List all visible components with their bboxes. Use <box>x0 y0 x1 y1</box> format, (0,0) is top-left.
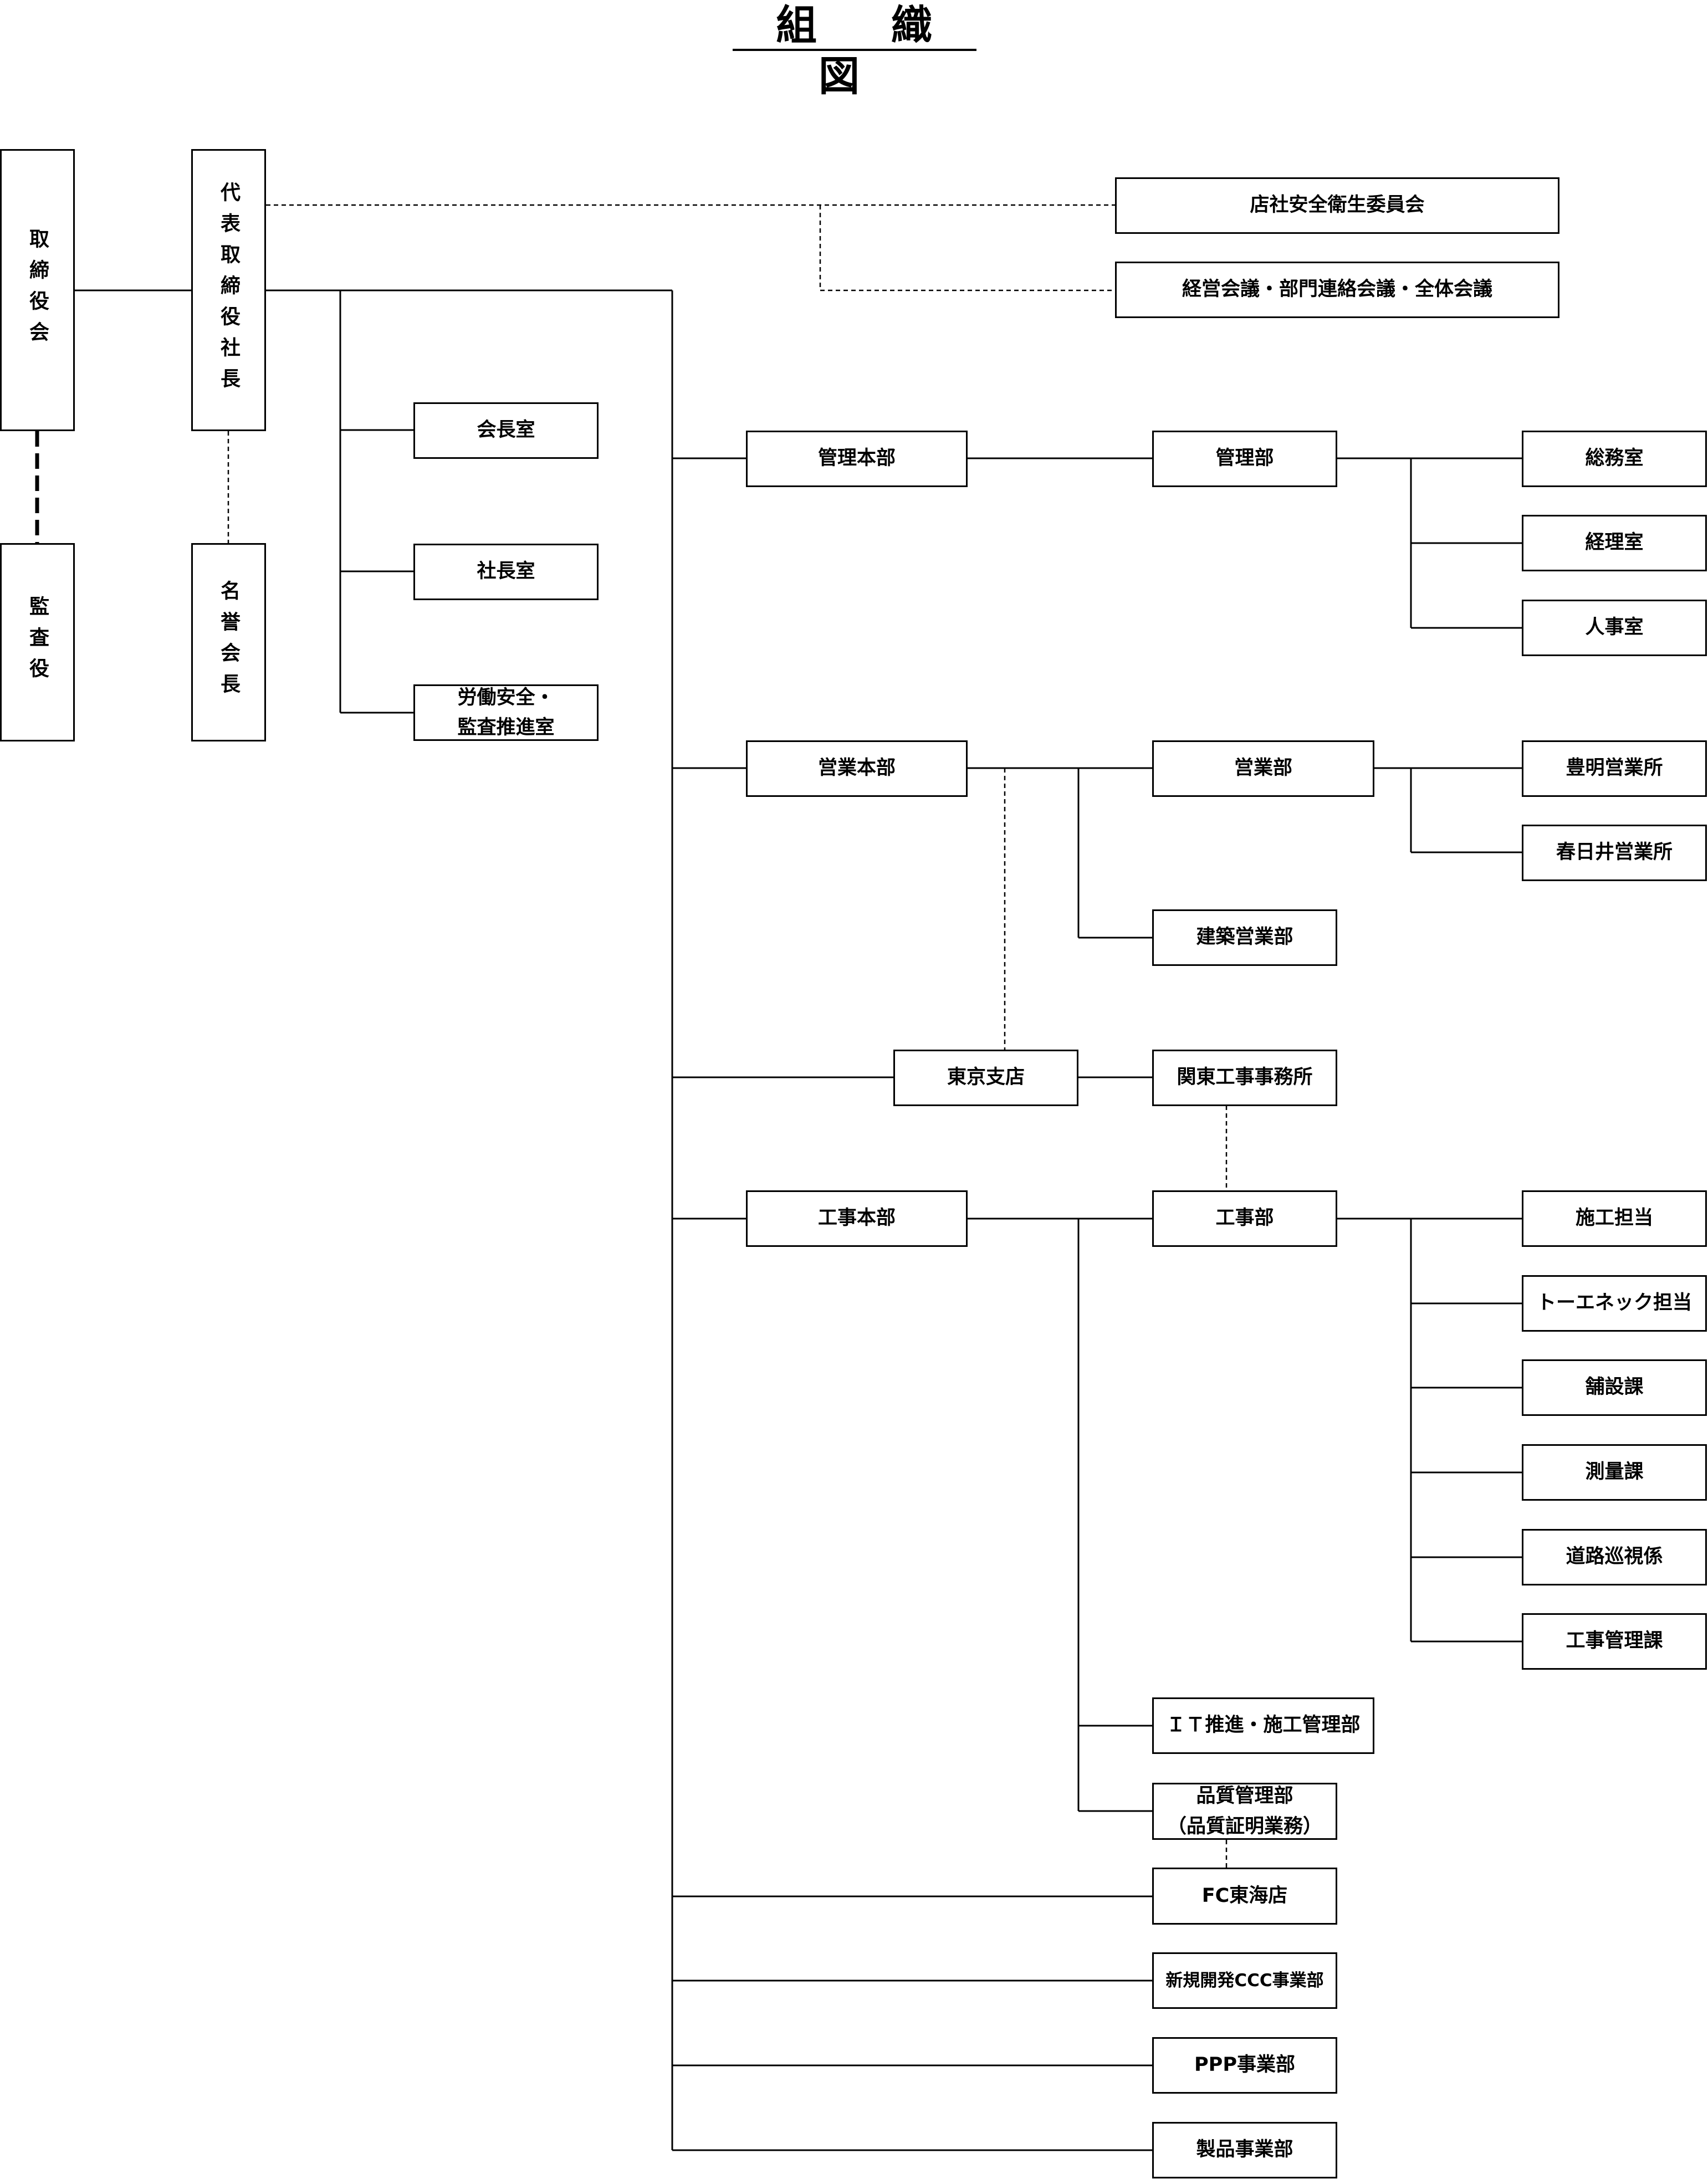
quality-dept-label-line2: （品質証明業務） <box>1167 1815 1322 1838</box>
sales-hq-label: 営業本部 <box>817 757 896 780</box>
ppp-box: PPP事業部 <box>1152 2037 1337 2094</box>
accounting-label: 経理室 <box>1585 531 1644 554</box>
accounting-box: 経理室 <box>1522 515 1707 571</box>
sales-dept-box: 営業部 <box>1152 740 1374 797</box>
execution-label: 施工担当 <box>1575 1207 1653 1230</box>
sales-dept-label: 営業部 <box>1234 757 1292 780</box>
construction-hq-label: 工事本部 <box>817 1207 896 1230</box>
meetings-label: 経営会議・部門連絡会議・全体会議 <box>1182 278 1492 301</box>
quality-dept-label-line1: 品質管理部 <box>1196 1785 1293 1808</box>
general-affairs-box: 総務室 <box>1522 431 1707 487</box>
construction-hq-box: 工事本部 <box>746 1190 968 1247</box>
ppp-label: PPP事業部 <box>1194 2054 1295 2076</box>
labor-safety-label-line1: 労働安全・ <box>457 686 555 709</box>
page-title: 組 織 図 <box>776 2 962 100</box>
safety-committee-box: 店社安全衛生委員会 <box>1115 177 1559 234</box>
new-dev-box: 新規開発CCC事業部 <box>1152 1952 1337 2009</box>
labor-safety-audit-office-box: 労働安全・ 監査推進室 <box>413 684 599 741</box>
quality-dept-box: 品質管理部 （品質証明業務） <box>1152 1783 1337 1840</box>
toyoake-office-label: 豊明営業所 <box>1566 757 1663 780</box>
paving-box: 舗設課 <box>1522 1359 1707 1416</box>
management-dept-box: 管理部 <box>1152 431 1337 487</box>
construction-dept-box: 工事部 <box>1152 1190 1337 1247</box>
management-dept-label: 管理部 <box>1215 447 1274 470</box>
toenec-box: トーエネック担当 <box>1522 1275 1707 1332</box>
kanto-office-box: 関東工事事務所 <box>1152 1050 1337 1106</box>
paving-label: 舗設課 <box>1585 1376 1644 1399</box>
meetings-box: 経営会議・部門連絡会議・全体会議 <box>1115 262 1559 318</box>
tokyo-branch-label: 東京支店 <box>947 1066 1025 1089</box>
hr-box: 人事室 <box>1522 600 1707 656</box>
tokyo-branch-box: 東京支店 <box>893 1050 1078 1106</box>
labor-safety-label-line2: 監査推進室 <box>457 717 555 739</box>
president-office-label: 社長室 <box>477 560 535 583</box>
kasugai-office-box: 春日井営業所 <box>1522 825 1707 881</box>
president-box: 代表取締役社長 <box>191 149 266 431</box>
construction-dept-label: 工事部 <box>1215 1207 1274 1230</box>
it-dept-label: ＩＴ推進・施工管理部 <box>1166 1714 1361 1737</box>
auditor-label: 監査役 <box>26 596 49 689</box>
fc-tokai-label: FC東海店 <box>1201 1884 1288 1907</box>
president-office-box: 社長室 <box>413 544 599 600</box>
road-patrol-box: 道路巡視係 <box>1522 1529 1707 1585</box>
auditor-box: 監査役 <box>0 543 75 741</box>
road-patrol-label: 道路巡視係 <box>1566 1546 1663 1568</box>
management-hq-label: 管理本部 <box>817 447 896 470</box>
board-of-directors-box: 取締役会 <box>0 149 75 431</box>
products-box: 製品事業部 <box>1152 2122 1337 2178</box>
honorary-chairman-box: 名誉会長 <box>191 543 266 741</box>
president-label: 代表取締役社長 <box>217 181 240 399</box>
chairman-office-box: 会長室 <box>413 402 599 459</box>
title-underline <box>733 49 976 51</box>
survey-label: 測量課 <box>1585 1461 1644 1484</box>
toenec-label: トーエネック担当 <box>1536 1292 1692 1314</box>
sales-hq-box: 営業本部 <box>746 740 968 797</box>
toyoake-office-box: 豊明営業所 <box>1522 740 1707 797</box>
management-hq-box: 管理本部 <box>746 431 968 487</box>
chairman-office-label: 会長室 <box>477 419 535 442</box>
construction-mgmt-box: 工事管理課 <box>1522 1613 1707 1670</box>
board-of-directors-label: 取締役会 <box>26 228 49 352</box>
execution-box: 施工担当 <box>1522 1190 1707 1247</box>
building-sales-box: 建築営業部 <box>1152 909 1337 966</box>
it-dept-box: ＩＴ推進・施工管理部 <box>1152 1697 1374 1754</box>
safety-committee-label: 店社安全衛生委員会 <box>1250 194 1425 217</box>
general-affairs-label: 総務室 <box>1585 447 1644 470</box>
construction-mgmt-label: 工事管理課 <box>1566 1630 1663 1653</box>
products-label: 製品事業部 <box>1196 2139 1293 2161</box>
new-dev-label: 新規開発CCC事業部 <box>1165 1970 1324 1991</box>
honorary-chairman-label: 名誉会長 <box>217 580 240 704</box>
hr-label: 人事室 <box>1585 616 1644 639</box>
fc-tokai-box: FC東海店 <box>1152 1868 1337 1925</box>
building-sales-label: 建築営業部 <box>1196 926 1293 949</box>
kanto-office-label: 関東工事事務所 <box>1177 1066 1313 1089</box>
kasugai-office-label: 春日井営業所 <box>1556 841 1673 864</box>
survey-box: 測量課 <box>1522 1444 1707 1501</box>
